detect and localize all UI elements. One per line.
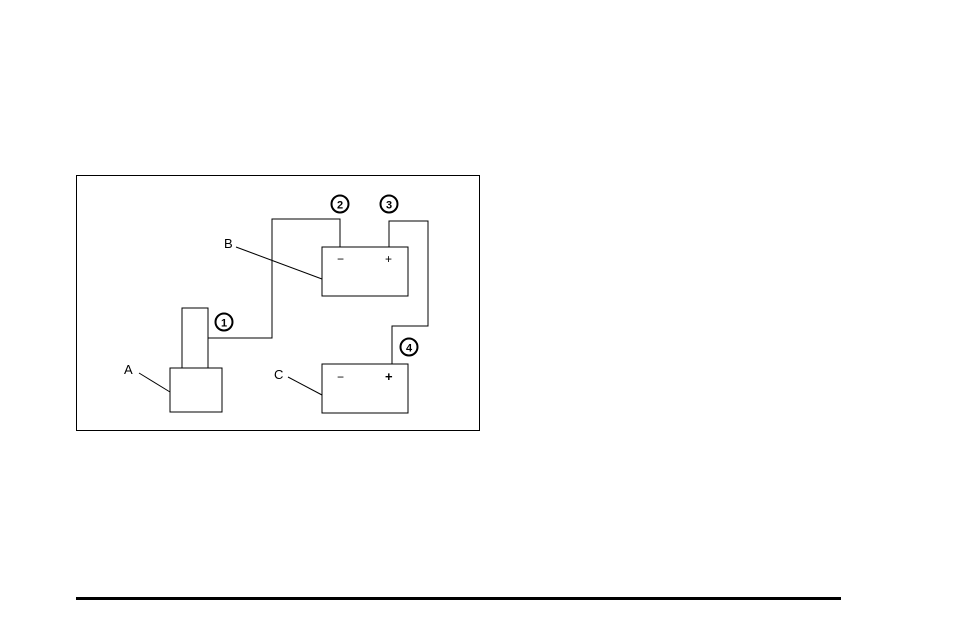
component-b-positive-terminal: + [385, 252, 392, 266]
callout-2: 2 [332, 196, 349, 213]
component-a-body [170, 368, 222, 412]
diagram-frame [77, 176, 480, 431]
component-c-leader [288, 377, 322, 395]
component-c: − + C [274, 364, 408, 413]
component-c-body [322, 364, 408, 413]
component-b-leader [236, 247, 322, 279]
component-c-negative-terminal: − [337, 370, 344, 384]
jump-start-diagram: A − + B − + C 1 2 [76, 175, 480, 431]
component-b-label: B [224, 236, 233, 251]
callout-1-number: 1 [221, 318, 227, 330]
component-c-positive-terminal: + [385, 369, 393, 384]
callout-4: 4 [401, 339, 418, 356]
callout-4-number: 4 [406, 343, 413, 355]
callout-1: 1 [216, 314, 233, 331]
component-b: − + B [224, 236, 408, 296]
component-a-post [182, 308, 208, 368]
callout-3-number: 3 [386, 200, 392, 212]
callout-2-number: 2 [337, 200, 343, 212]
component-a-label: A [124, 362, 133, 377]
callout-3: 3 [381, 196, 398, 213]
component-b-negative-terminal: − [337, 252, 344, 266]
component-a-leader [139, 373, 170, 392]
component-c-label: C [274, 367, 283, 382]
component-b-body [322, 247, 408, 296]
footer-rule [76, 597, 841, 600]
component-a: A [124, 308, 222, 412]
